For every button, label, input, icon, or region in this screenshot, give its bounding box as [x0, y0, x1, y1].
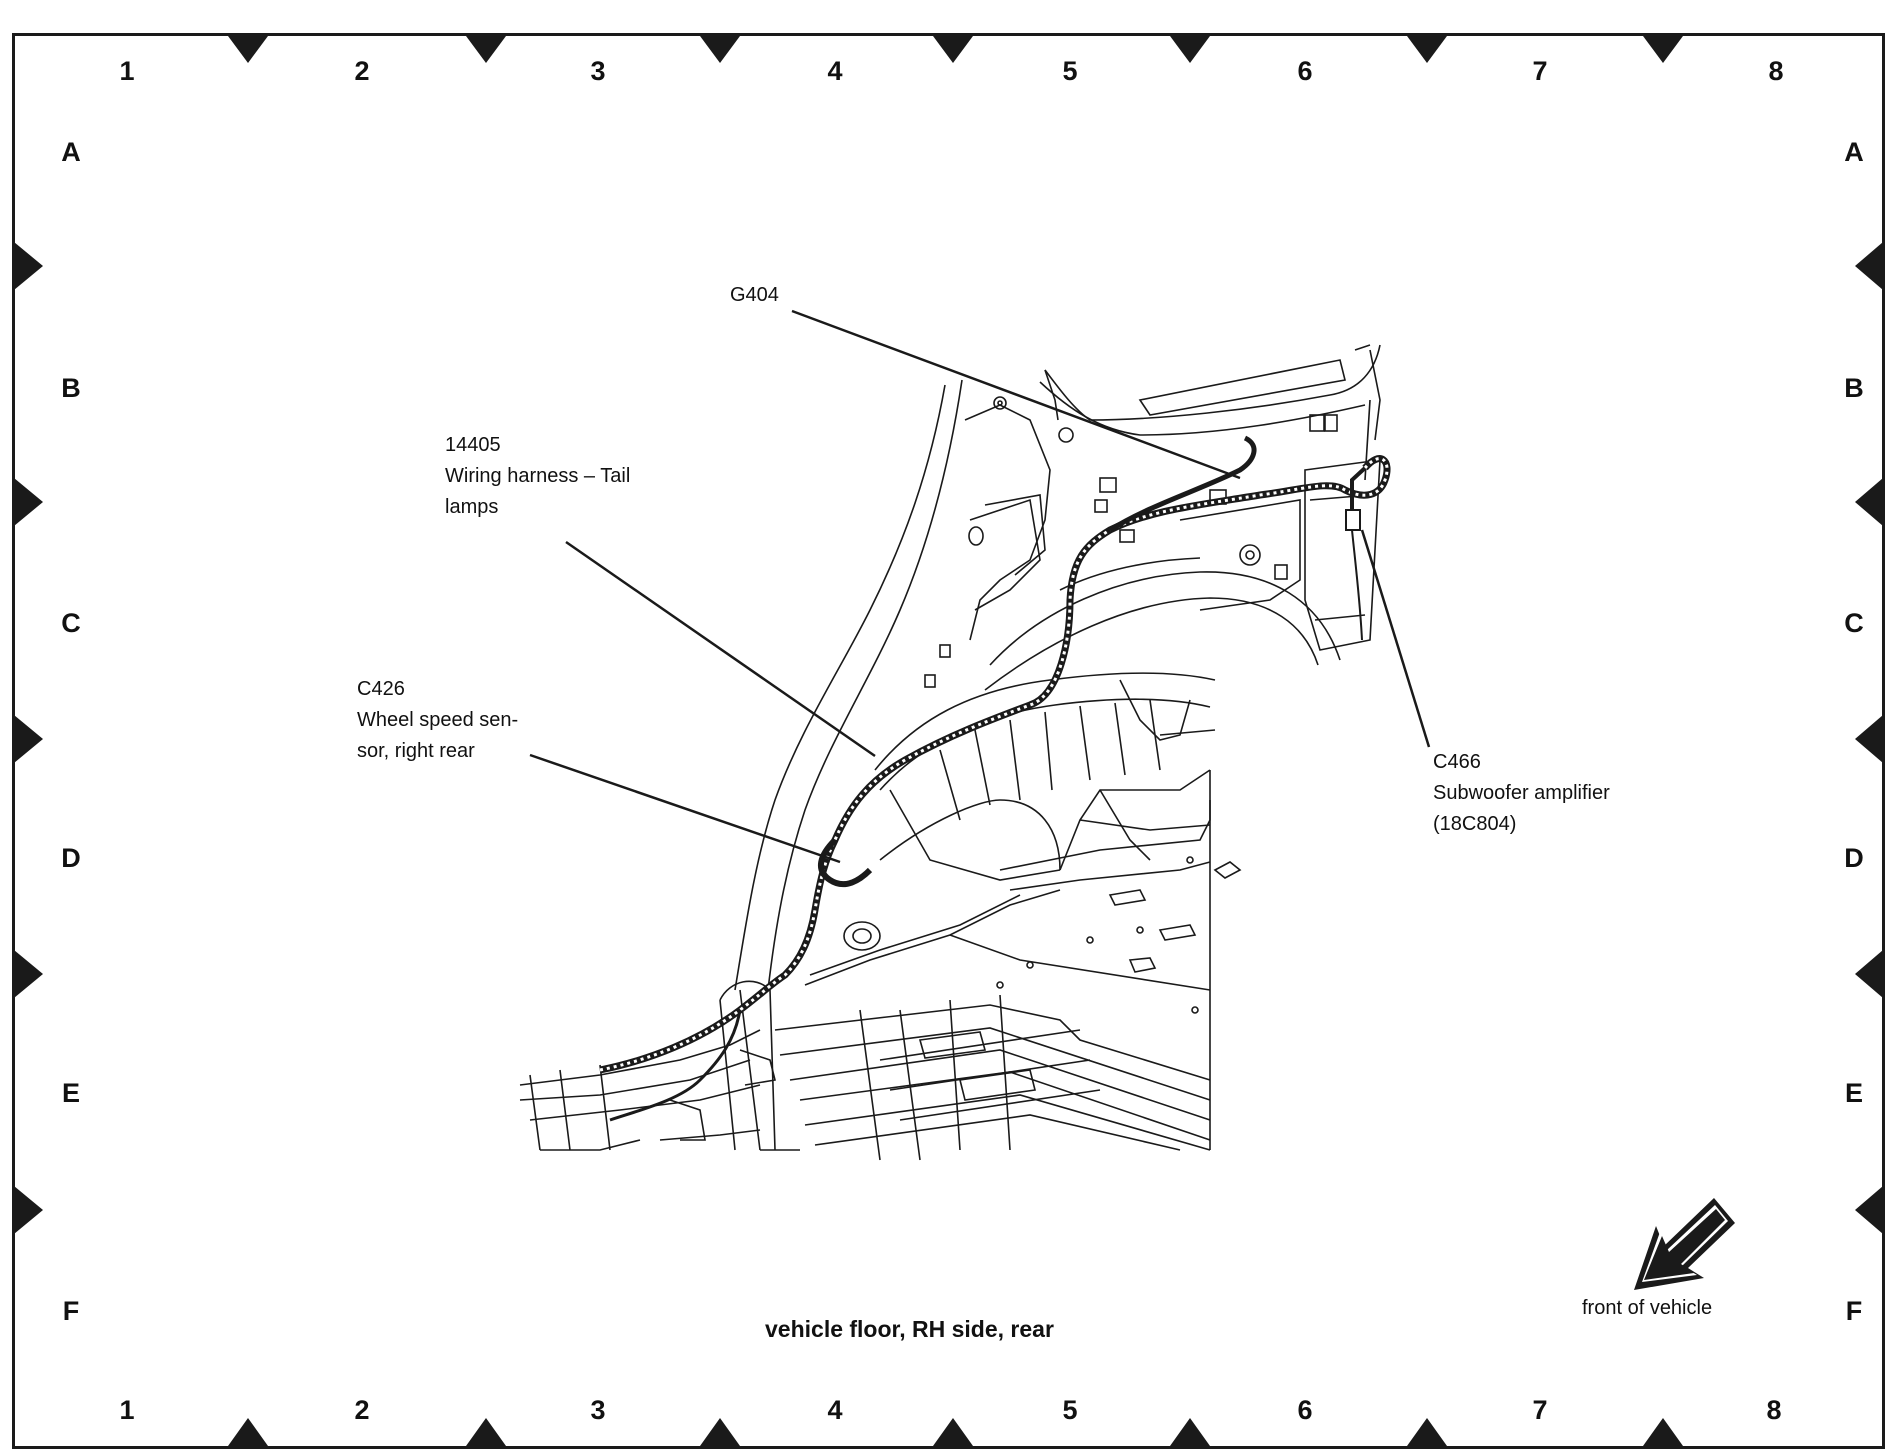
callout-harness: 14405 Wiring harness – Tail lamps — [445, 430, 630, 523]
callout-g404-code: G404 — [730, 284, 779, 306]
grid-col-top-4: 4 — [827, 56, 843, 86]
grid-col-bottom-1: 1 — [119, 1395, 135, 1425]
grid-row-right-c: C — [1844, 608, 1864, 638]
grid-col-bottom-3: 3 — [590, 1395, 606, 1425]
view-title: vehicle floor, RH side, rear — [765, 1316, 1054, 1342]
front-arrow-icon — [1634, 1198, 1735, 1290]
grid-row-left-c: C — [61, 608, 81, 638]
leader-g404 — [791, 309, 1241, 480]
front-of-vehicle-label: front of vehicle — [1582, 1297, 1713, 1319]
grid-col-top-5: 5 — [1062, 56, 1078, 86]
grid-col-top-3: 3 — [590, 56, 606, 86]
grid-col-bottom-8: 8 — [1766, 1395, 1782, 1425]
vehicle-body-outline — [519, 344, 1381, 1161]
leader-c466 — [1360, 529, 1431, 748]
grid-tick-markers — [14, 36, 1883, 1446]
grid-row-left-f: F — [62, 1296, 80, 1326]
grid-row-right-f: F — [1845, 1296, 1863, 1326]
callout-harness-desc-2: lamps — [445, 496, 499, 518]
callout-c426-desc-1: Wheel speed sen- — [357, 709, 519, 731]
grid-row-right-e: E — [1844, 1078, 1863, 1108]
diagram-frame — [12, 33, 1885, 1449]
grid-row-left-d: D — [61, 843, 81, 873]
grid-col-bottom-2: 2 — [354, 1395, 370, 1425]
grid-row-left-e: E — [61, 1078, 80, 1108]
callout-c426: C426 Wheel speed sen- sor, right rear — [357, 674, 518, 767]
callout-harness-code: 14405 — [445, 434, 501, 456]
grid-col-top-6: 6 — [1297, 56, 1313, 86]
grid-col-top-2: 2 — [354, 56, 370, 86]
grid-row-right-a: A — [1844, 137, 1864, 167]
callout-c466-desc-2: (18C804) — [1433, 813, 1517, 835]
grid-row-right-d: D — [1844, 843, 1864, 873]
tail-lamp-wiring-harness — [599, 435, 1391, 1122]
grid-col-bottom-5: 5 — [1062, 1395, 1078, 1425]
grid-row-right-b: B — [1844, 373, 1864, 403]
callout-c466-desc-1: Subwoofer amplifier — [1433, 782, 1610, 804]
grid-row-left-b: B — [61, 373, 81, 403]
callout-leader-lines — [529, 309, 1431, 864]
callout-c426-code: C426 — [357, 678, 405, 700]
grid-col-top-1: 1 — [119, 56, 135, 86]
callout-c466-code: C466 — [1433, 751, 1481, 773]
grid-col-bottom-7: 7 — [1532, 1395, 1548, 1425]
leader-c426 — [529, 753, 841, 864]
callout-g404: G404 — [730, 280, 779, 311]
grid-col-bottom-4: 4 — [827, 1395, 843, 1425]
callout-harness-desc-1: Wiring harness – Tail — [445, 465, 631, 487]
grid-col-top-8: 8 — [1768, 56, 1784, 86]
grid-row-left-a: A — [61, 137, 81, 167]
callout-c426-desc-2: sor, right rear — [357, 740, 475, 762]
grid-col-top-7: 7 — [1532, 56, 1548, 86]
leader-harness — [565, 540, 876, 758]
grid-col-bottom-6: 6 — [1297, 1395, 1313, 1425]
callout-c466: C466 Subwoofer amplifier (18C804) — [1433, 747, 1610, 840]
